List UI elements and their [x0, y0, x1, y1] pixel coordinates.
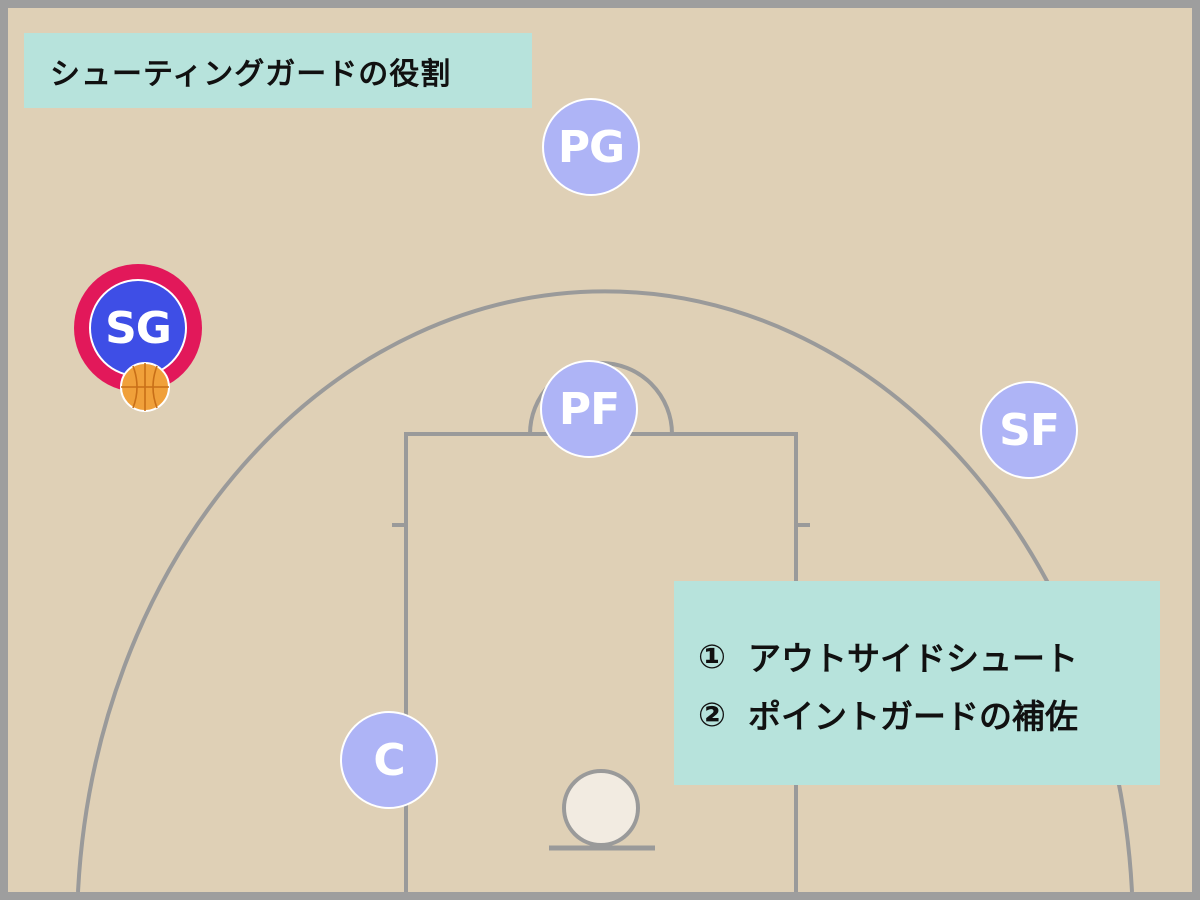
title-text: シューティングガードの役割: [50, 56, 452, 92]
player-pf-label: PF: [558, 383, 620, 435]
role-text: ポイントガードの補佐: [748, 697, 1078, 736]
basketball-icon: [120, 362, 170, 412]
role-item: ② ポイントガードの補佐: [698, 685, 1160, 743]
role-text: アウトサイドシュート: [748, 639, 1078, 678]
player-pg-label: PG: [557, 121, 625, 173]
rim: [562, 769, 640, 847]
player-pf: PF: [540, 360, 638, 458]
player-sg-label: SG: [105, 302, 172, 354]
player-c: C: [340, 711, 438, 809]
player-sf-label: SF: [999, 404, 1060, 456]
role-number: ②: [698, 694, 726, 734]
title-box: シューティングガードの役割: [24, 33, 532, 108]
role-box: ① アウトサイドシュート ② ポイントガードの補佐: [674, 581, 1160, 785]
player-sg: SG: [89, 279, 187, 377]
player-sf: SF: [980, 381, 1078, 479]
player-pg: PG: [542, 98, 640, 196]
player-sg-highlight-ring: SG: [74, 264, 202, 392]
role-number: ①: [698, 636, 726, 676]
role-item: ① アウトサイドシュート: [698, 627, 1160, 685]
player-c-label: C: [373, 734, 405, 786]
